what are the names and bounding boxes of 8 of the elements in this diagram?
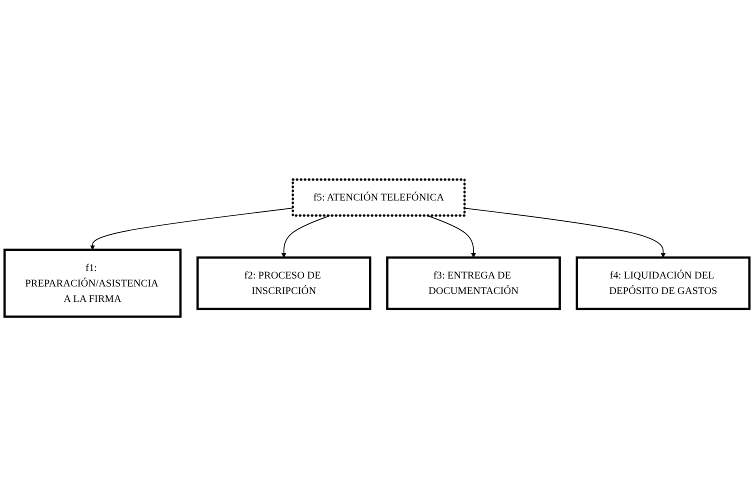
arrow [90,208,294,250]
node-box: f4: LIQUIDACIÓN DEL DEPÓSITO DE GASTOS [576,256,751,310]
node-box: f2: PROCESO DE INSCRIPCIÓN [196,256,372,310]
node-box: f5: ATENCIÓN TELEFÓNICA [292,178,466,217]
node-box: f1: PREPARACIÓN/ASISTENCIA A LA FIRMA [3,248,182,318]
arrow [464,208,666,258]
arrow [426,215,476,258]
node-box: f3: ENTREGA DE DOCUMENTACIÓN [386,256,561,310]
